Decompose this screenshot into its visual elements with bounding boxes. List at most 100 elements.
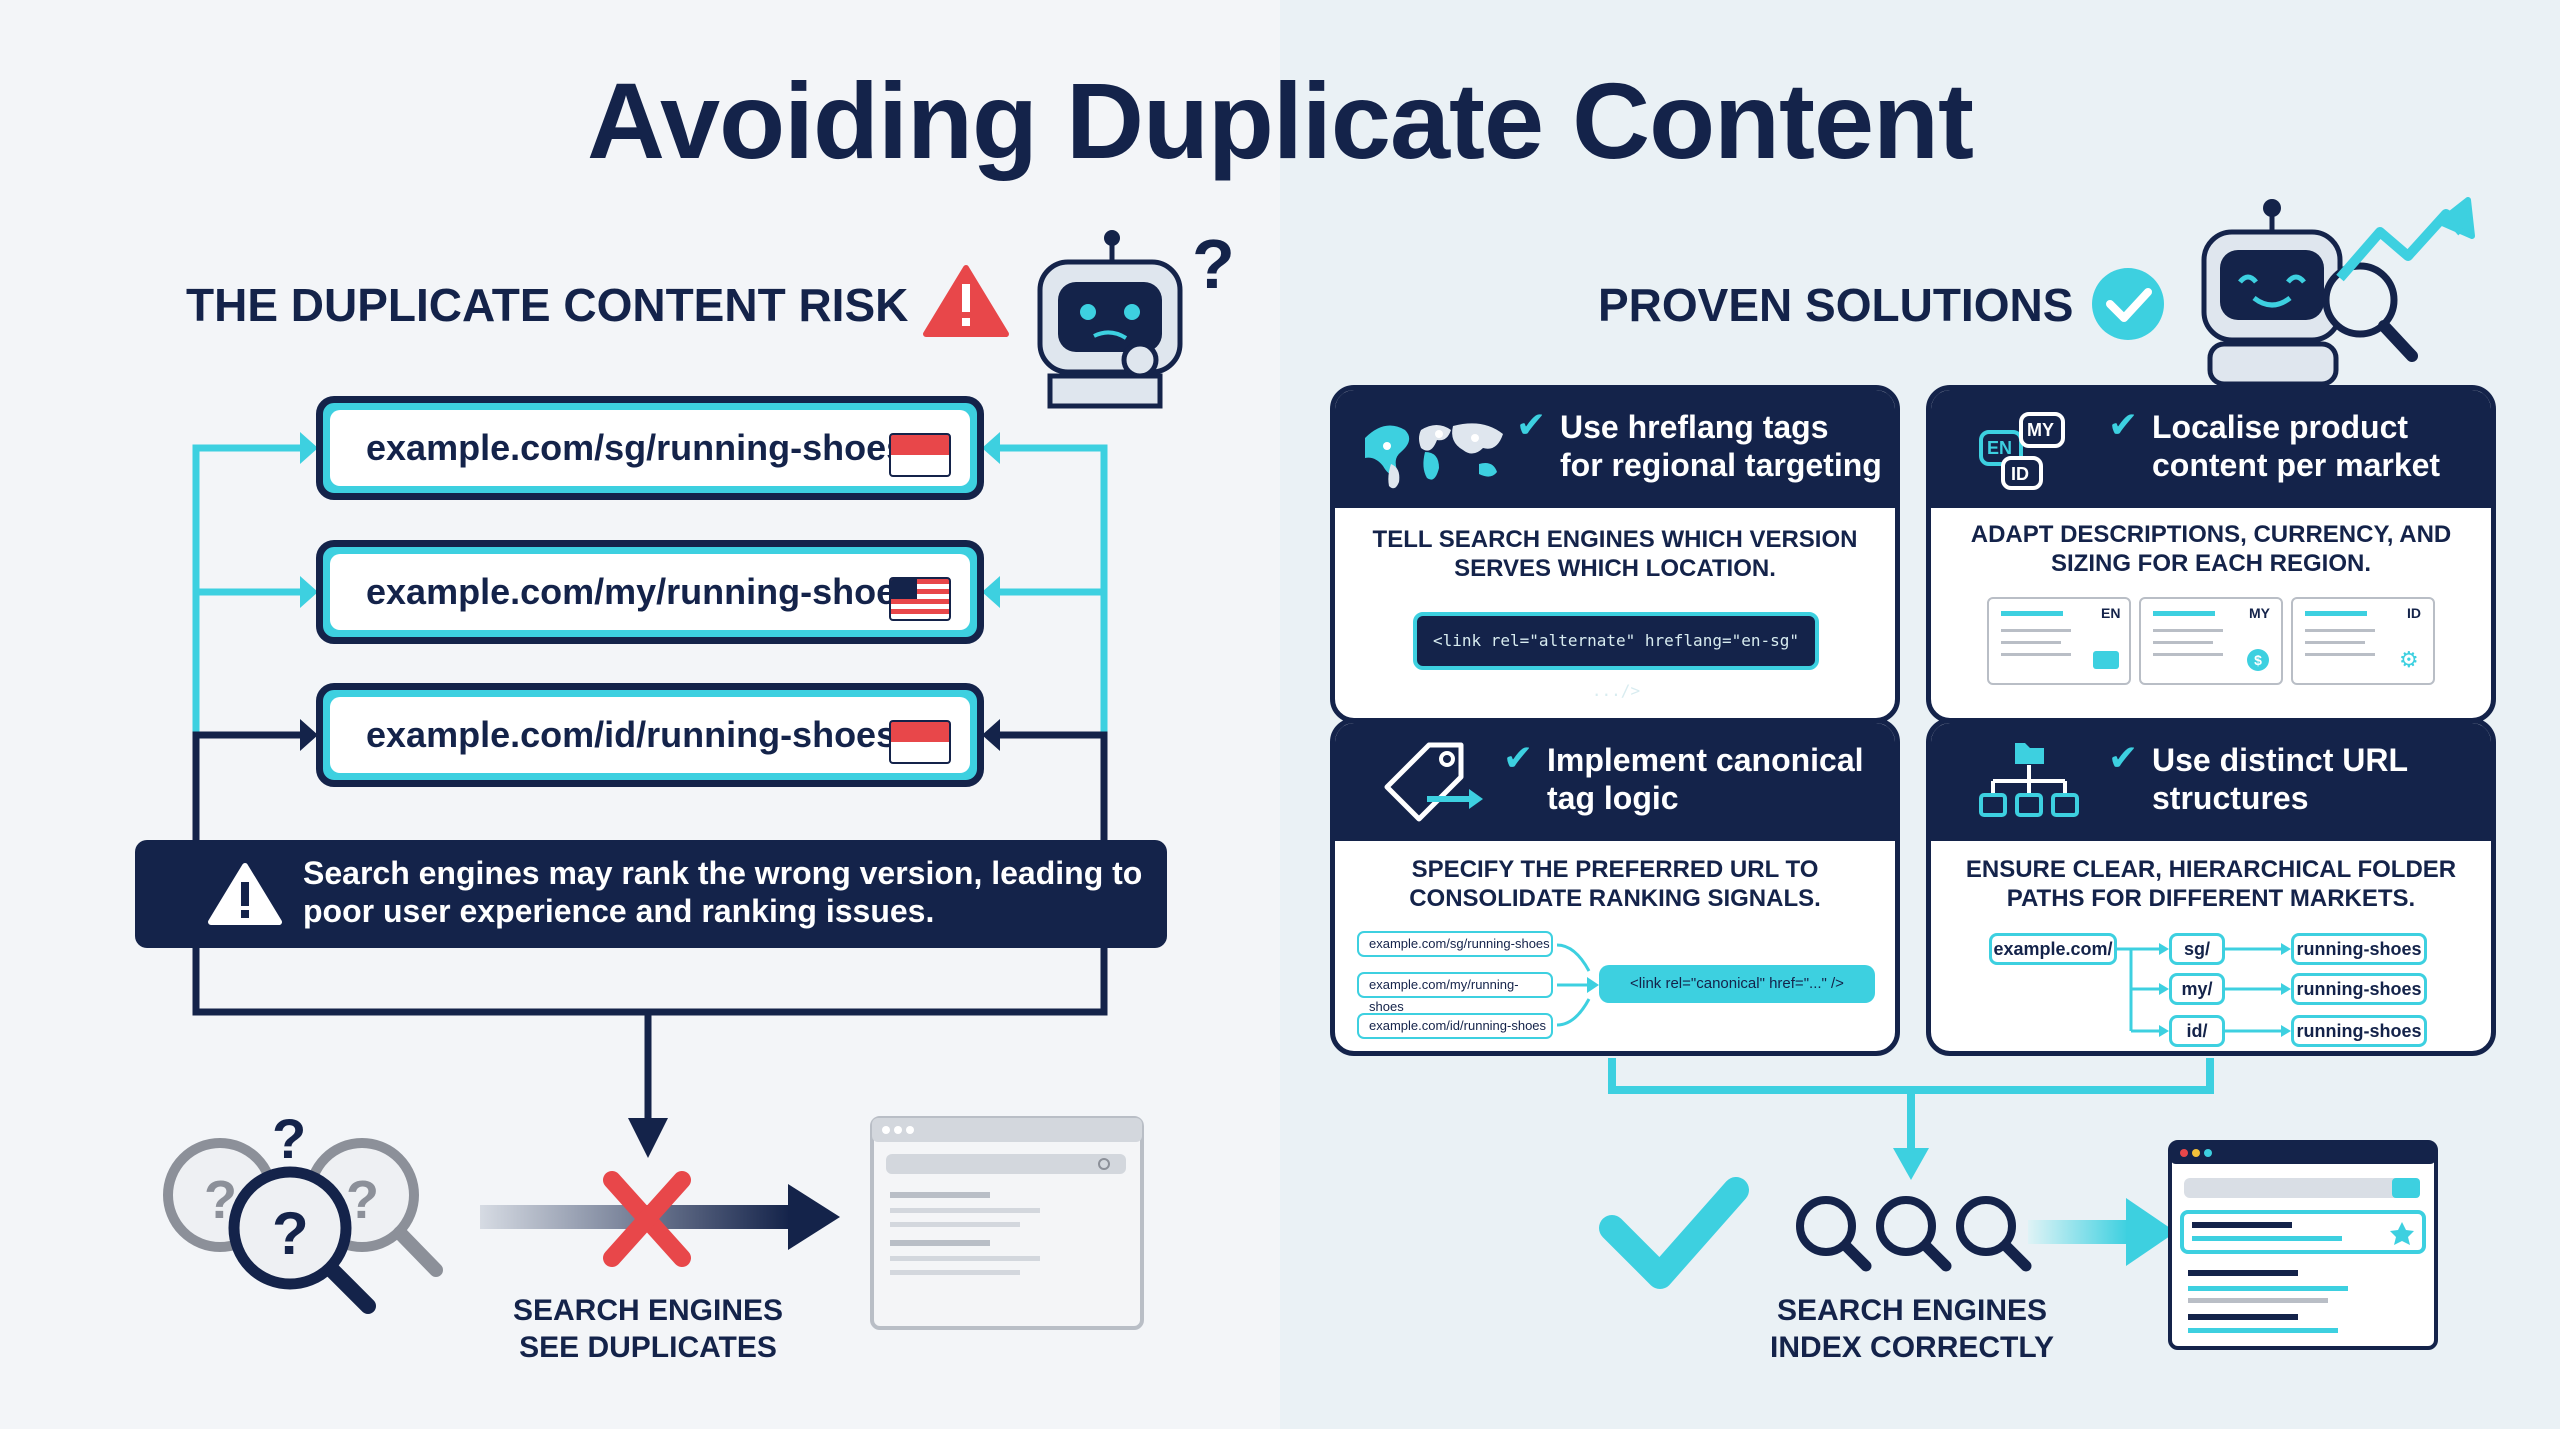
- url-text: example.com/my/running-shoes: [366, 571, 917, 612]
- check-circle-icon: [2092, 268, 2164, 340]
- caption-line: SEARCH ENGINES: [1776, 1294, 2048, 1327]
- three-magnifiers-icon: [1796, 1196, 2032, 1272]
- title-line: Use hreflang tags: [1560, 409, 1829, 445]
- world-map-icon: [1365, 423, 1503, 489]
- currency-note-icon: [2093, 651, 2119, 669]
- sg-flag-icon: [889, 433, 951, 477]
- svg-text:?: ?: [1192, 225, 1235, 303]
- svg-text:?: ?: [204, 1170, 237, 1230]
- url-text: example.com/sg/running-shoes: [366, 427, 907, 468]
- product-card-en: EN: [1987, 597, 2131, 685]
- language-bubbles-icon: EN MY ID: [1979, 412, 2065, 490]
- warning-text: Search engines may rank the wrong versio…: [303, 855, 1143, 929]
- product-card-id: ID ⚙: [2291, 597, 2435, 685]
- desc-line: SPECIFY THE PREFERRED URL TO: [1411, 856, 1819, 883]
- folder-connectors: [2115, 943, 2291, 1037]
- left-connectors: [192, 444, 1108, 1120]
- gear-icon: ⚙: [2399, 647, 2419, 672]
- alert-triangle-icon: [208, 863, 282, 925]
- desc-line: SIZING FOR EACH REGION.: [2050, 550, 2371, 577]
- my-flag-icon: [889, 577, 951, 621]
- warning-icon: [923, 265, 1009, 337]
- root-url-chip: example.com/: [1989, 933, 2117, 965]
- dollar-coin-icon: $: [2247, 649, 2269, 671]
- happy-robot-icon: [2201, 197, 2475, 387]
- svg-text:?: ?: [272, 1107, 306, 1170]
- check-icon: ✔: [1503, 737, 1534, 778]
- big-check-icon: [1599, 1177, 1749, 1289]
- risk-heading: THE DUPLICATE CONTENT RISK: [186, 279, 909, 331]
- caption-line: SEARCH ENGINES: [512, 1294, 784, 1327]
- title-line: Implement canonical: [1547, 742, 1864, 778]
- url-box-id: example.com/id/running-shoes: [316, 683, 984, 787]
- card-localise: EN MY ID ✔ Localise product content per …: [1926, 385, 2496, 723]
- card-url-structure: ✔ Use distinct URL structures ENSURE CLE…: [1926, 718, 2496, 1056]
- id-flag-icon: [889, 720, 951, 764]
- title-line: for regional targeting: [1560, 447, 1882, 483]
- desc-line: TELL SEARCH ENGINES WHICH VERSION: [1372, 526, 1858, 553]
- folder-chip: my/: [2169, 973, 2225, 1005]
- url-box-my: example.com/my/running-shoes: [316, 540, 984, 644]
- caption-line: INDEX CORRECTLY: [1770, 1331, 2054, 1364]
- product-card-label: ID: [2407, 605, 2421, 621]
- right-down-arrowhead: [1893, 1148, 1929, 1180]
- url-text: example.com/id/running-shoes: [366, 714, 897, 755]
- card-title: ✔ Use distinct URL structures: [2108, 739, 2409, 817]
- product-card-label: EN: [2101, 605, 2121, 621]
- duplicate-url-chip: example.com/sg/running-shoes: [1357, 931, 1553, 957]
- confused-magnifier-icon: ? ? ? ?: [163, 1107, 443, 1314]
- caption-line: SEE DUPLICATES: [519, 1331, 777, 1364]
- left-arrowheads: [300, 432, 1000, 1158]
- page-title: Avoiding Duplicate Content: [587, 60, 1974, 181]
- product-card-label: MY: [2249, 605, 2270, 621]
- desc-line: ENSURE CLEAR, HIERARCHICAL FOLDER: [1965, 856, 2457, 883]
- index-correctly-caption: SEARCH ENGINES INDEX CORRECTLY: [1712, 1292, 2112, 1366]
- card-description: TELL SEARCH ENGINES WHICH VERSION SERVES…: [1335, 525, 1895, 583]
- desc-line: SERVES WHICH LOCATION.: [1454, 555, 1776, 582]
- desc-line: CONSOLIDATE RANKING SIGNALS.: [1409, 885, 1821, 912]
- url-box-sg: example.com/sg/running-shoes: [316, 396, 984, 500]
- right-connectors: [1608, 1058, 2214, 1150]
- card-title: ✔ Use hreflang tags for regional targeti…: [1516, 406, 1882, 484]
- correct-arrow: [2028, 1198, 2176, 1266]
- leaf-chip: running-shoes: [2291, 1015, 2427, 1047]
- bubble-label: EN: [1987, 438, 2012, 458]
- bubble-label: ID: [2011, 464, 2029, 484]
- title-line: content per market: [2152, 447, 2441, 483]
- solutions-heading: PROVEN SOLUTIONS: [1598, 279, 2074, 331]
- svg-text:?: ?: [272, 1200, 309, 1267]
- title-line: tag logic: [1547, 780, 1679, 816]
- tag-arrow-icon: [1384, 742, 1483, 822]
- title-line: Use distinct URL: [2152, 742, 2409, 778]
- indexed-browser-window: [2168, 1140, 2438, 1350]
- confused-robot-icon: ?: [1037, 225, 1235, 409]
- product-card-my: MY $: [2139, 597, 2283, 685]
- card-hreflang: ✔ Use hreflang tags for regional targeti…: [1330, 385, 1900, 723]
- red-x-icon: [603, 1171, 691, 1267]
- folder-chip: id/: [2169, 1015, 2225, 1047]
- duplicates-caption: SEARCH ENGINES SEE DUPLICATES: [448, 1292, 848, 1366]
- check-icon: ✔: [2108, 404, 2139, 445]
- svg-text:?: ?: [346, 1170, 379, 1230]
- hreflang-code-snippet: <link rel="alternate" hreflang="en-sg" .…: [1413, 612, 1819, 700]
- leaf-chip: running-shoes: [2291, 933, 2427, 965]
- duplicate-url-chip: example.com/id/running-shoes: [1357, 1013, 1553, 1039]
- bubble-label: MY: [2027, 420, 2054, 440]
- card-title: ✔ Localise product content per market: [2108, 406, 2441, 484]
- gray-browser-window: [870, 1116, 1144, 1330]
- title-line: structures: [2152, 780, 2309, 816]
- desc-line: PATHS FOR DIFFERENT MARKETS.: [2006, 885, 2416, 912]
- card-description: ADAPT DESCRIPTIONS, CURRENCY, AND SIZING…: [1931, 520, 2491, 578]
- check-icon: ✔: [1516, 404, 1547, 445]
- leaf-chip: running-shoes: [2291, 973, 2427, 1005]
- card-canonical: ✔ Implement canonical tag logic SPECIFY …: [1330, 718, 1900, 1056]
- card-description: ENSURE CLEAR, HIERARCHICAL FOLDER PATHS …: [1931, 855, 2491, 913]
- card-title: ✔ Implement canonical tag logic: [1503, 739, 1864, 817]
- card-description: SPECIFY THE PREFERRED URL TO CONSOLIDATE…: [1335, 855, 1895, 913]
- desc-line: ADAPT DESCRIPTIONS, CURRENCY, AND: [1970, 521, 2452, 548]
- check-icon: ✔: [2108, 737, 2139, 778]
- duplicate-url-chip: example.com/my/running-shoes: [1357, 972, 1553, 1014]
- warning-banner: Search engines may rank the wrong versio…: [135, 840, 1167, 948]
- canonical-connectors: [1556, 943, 1599, 1027]
